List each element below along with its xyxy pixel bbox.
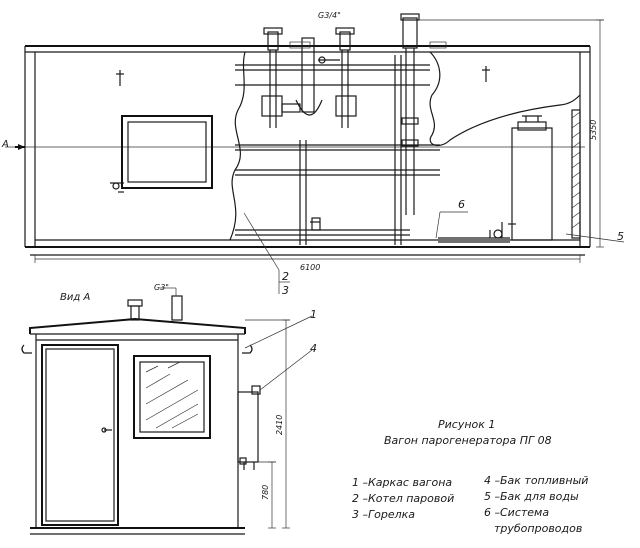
legend-item-2: 2 –Котел паровой xyxy=(352,492,455,505)
legend-item-1: 1 –Каркас вагона xyxy=(352,476,453,489)
plan-view xyxy=(5,13,625,294)
callout-6: 6 xyxy=(458,198,465,211)
plan-pipe-label: G3/4" xyxy=(318,11,341,20)
legend-item-5: 5 –Бак для воды xyxy=(484,490,579,503)
legend-item-6: 6 –Система xyxy=(484,506,550,519)
callout-4: 4 xyxy=(310,342,317,355)
callout-5: 5 xyxy=(617,230,624,243)
figure-title: Рисунок 1 xyxy=(438,418,496,431)
plan-height-dim: 5350 xyxy=(589,120,598,140)
section-mark-a: A xyxy=(1,139,9,150)
callout-2: 2 xyxy=(282,270,289,283)
figure-subtitle: Вагон парогенератора ПГ 08 xyxy=(384,434,552,447)
callout-3: 3 xyxy=(282,284,289,297)
plan-length-dim: 6100 xyxy=(300,263,320,272)
callout-1: 1 xyxy=(310,308,317,321)
view-a-sub-dim: 780 xyxy=(261,485,270,500)
legend-item-3: 3 –Горелка xyxy=(352,508,416,521)
view-a-title: Вид А xyxy=(60,292,90,303)
legend-item-4: 4 –Бак топливный xyxy=(484,474,589,487)
legend-item-6-cont: трубопроводов xyxy=(494,522,583,535)
view-a xyxy=(21,287,313,535)
view-a-height-dim: 2410 xyxy=(275,415,284,435)
view-a-pipe-label: G3" xyxy=(154,283,169,292)
